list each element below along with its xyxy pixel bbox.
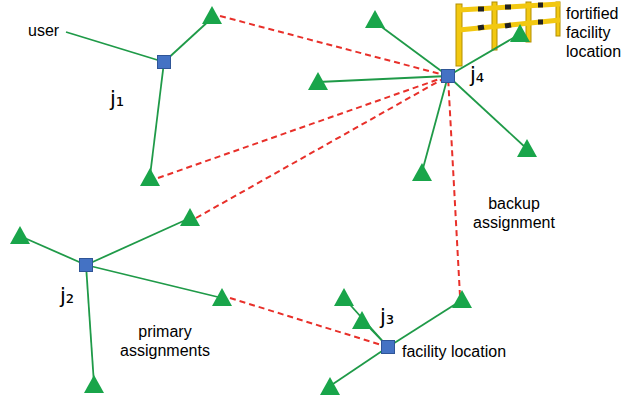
facility-label: j₃ <box>380 306 394 329</box>
facility-node: j₂ <box>79 258 93 272</box>
annotation-label: fortified facility location <box>564 4 638 62</box>
facility-square <box>157 55 171 69</box>
facility-label: j₄ <box>470 64 484 87</box>
facility-node: j₄ <box>441 69 455 83</box>
fence-illustration <box>456 2 560 66</box>
facility-square <box>381 340 395 354</box>
facility-node: j₁ <box>157 55 171 69</box>
annotation-label: primary assignments <box>108 322 222 360</box>
facility-square <box>79 258 93 272</box>
user-triangles <box>10 6 537 395</box>
facility-label: j₂ <box>60 285 74 308</box>
facility-square <box>441 69 455 83</box>
backup-assignment-lines <box>158 16 460 347</box>
annotation-label: user <box>26 21 61 40</box>
primary-assignment-lines <box>20 18 526 386</box>
facility-node: j₃ <box>381 340 395 354</box>
annotation-label: backup assignment <box>470 194 558 232</box>
facility-label: j₁ <box>110 88 124 111</box>
annotation-label: facility location <box>400 342 508 361</box>
